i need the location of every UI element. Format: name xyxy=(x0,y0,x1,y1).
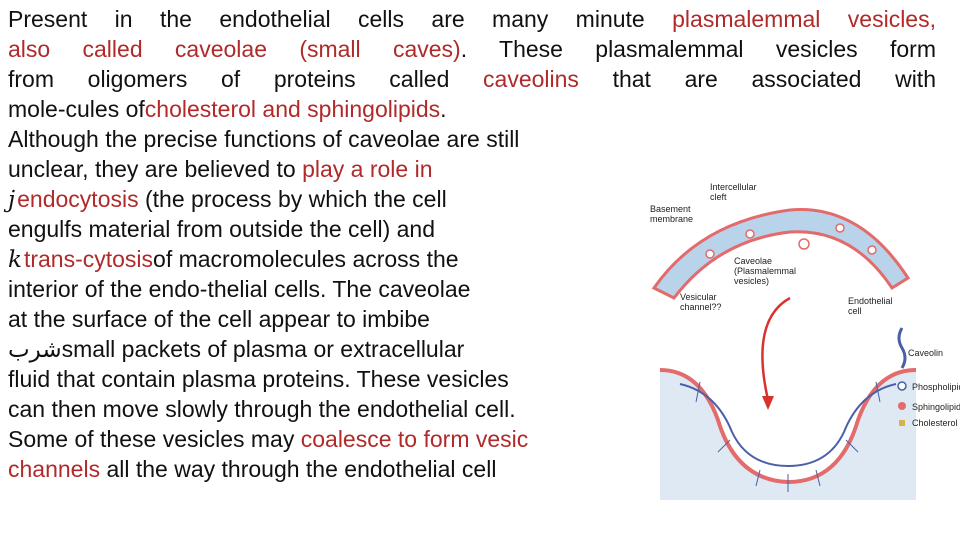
phospholipid-symbol-icon xyxy=(897,381,907,391)
bullet-glyph-icon: j xyxy=(8,187,16,213)
cholesterol-symbol-icon xyxy=(899,420,905,426)
text-line-4: mole-cules ofcholesterol and sphingolipi… xyxy=(8,94,447,124)
legend-caveolin: Caveolin xyxy=(908,348,944,358)
text-span: . xyxy=(440,96,447,122)
text-line-14: can then move slowly through the endothe… xyxy=(8,396,516,422)
caveola-inner xyxy=(679,383,897,468)
arch-caveolae xyxy=(705,223,877,259)
legend-sphingolipid: Sphingolipid xyxy=(912,402,960,412)
highlight-caveolae: also called caveolae (small caves) xyxy=(8,36,461,62)
text-span: (the process by which the cell xyxy=(138,186,447,212)
text-span: Some of these vesicles may xyxy=(8,426,301,452)
text-span: small packets of plasma or extracellular xyxy=(61,336,465,362)
text-span: unclear, they are believed to xyxy=(8,156,303,182)
lipid-lines xyxy=(695,381,881,492)
text-line-13: fluid that contain plasma proteins. Thes… xyxy=(8,366,509,392)
highlight-cholesterol-sphingolipids: cholesterol and sphingolipids xyxy=(144,96,441,122)
bullet-glyph-icon: k xyxy=(8,247,22,273)
highlight-coalesce: coalesce to form vesic xyxy=(300,426,529,452)
caveola-outer xyxy=(660,370,916,500)
text-line-2: also called caveolae (small caves). Thes… xyxy=(8,34,936,64)
highlight-play-a-role: play a role in xyxy=(302,156,433,182)
arabic-word: شرب xyxy=(8,336,62,362)
text-line-1: Present in the endothelial cells are man… xyxy=(8,4,936,34)
highlight-plasmalemmal-vesicles: plasmalemmal vesicles, xyxy=(672,6,936,32)
text-line-3: from oligomers of proteins called caveol… xyxy=(8,64,936,94)
text-line-11: at the surface of the cell appear to imb… xyxy=(8,306,430,332)
text-line-10: interior of the endo-thelial cells. The … xyxy=(8,276,471,302)
caveolae-diagram xyxy=(651,208,917,500)
highlight-endocytosis: endocytosis xyxy=(17,186,139,212)
text-line-12: شربsmall packets of plasma or extracellu… xyxy=(8,334,464,364)
text-span: all the way through the endothelial cell xyxy=(100,456,497,482)
arrow-head xyxy=(762,396,774,410)
cell-arch-inner-line xyxy=(673,230,893,299)
caveolin-symbol-icon xyxy=(897,327,907,369)
text-line-9: ktrans-cytosisof macromolecules across t… xyxy=(8,244,459,275)
text-span: that are associated with xyxy=(578,66,936,92)
legend-cholesterol: Cholesterol xyxy=(912,418,958,428)
text-span: from oligomers of proteins called xyxy=(8,66,484,92)
highlight-caveolins: caveolins xyxy=(483,66,579,92)
text-span: Present in the endothelial cells are man… xyxy=(8,6,673,32)
arrow-down xyxy=(761,296,791,401)
text-line-5: Although the precise functions of caveol… xyxy=(8,126,520,152)
text-line-8: engulfs material from outside the cell) … xyxy=(8,216,435,242)
text-span: mole-cules of xyxy=(8,96,145,122)
sphingolipid-symbol-icon xyxy=(898,402,906,410)
text-line-15: Some of these vesicles may coalesce to f… xyxy=(8,424,640,454)
text-span: of macromolecules across the xyxy=(153,246,459,272)
highlight-trans-cytosis: trans-cytosis xyxy=(23,246,154,272)
text-line-6: unclear, they are believed to play a rol… xyxy=(8,154,433,184)
text-line-16: channels all the way through the endothe… xyxy=(8,454,496,484)
legend-phospholipid: Phospholipid xyxy=(912,382,960,392)
text-line-7: jendocytosis (the process by which the c… xyxy=(8,184,447,215)
text-span: . These plasmalemmal vesicles form xyxy=(460,36,936,62)
highlight-channels: channels xyxy=(8,456,101,482)
